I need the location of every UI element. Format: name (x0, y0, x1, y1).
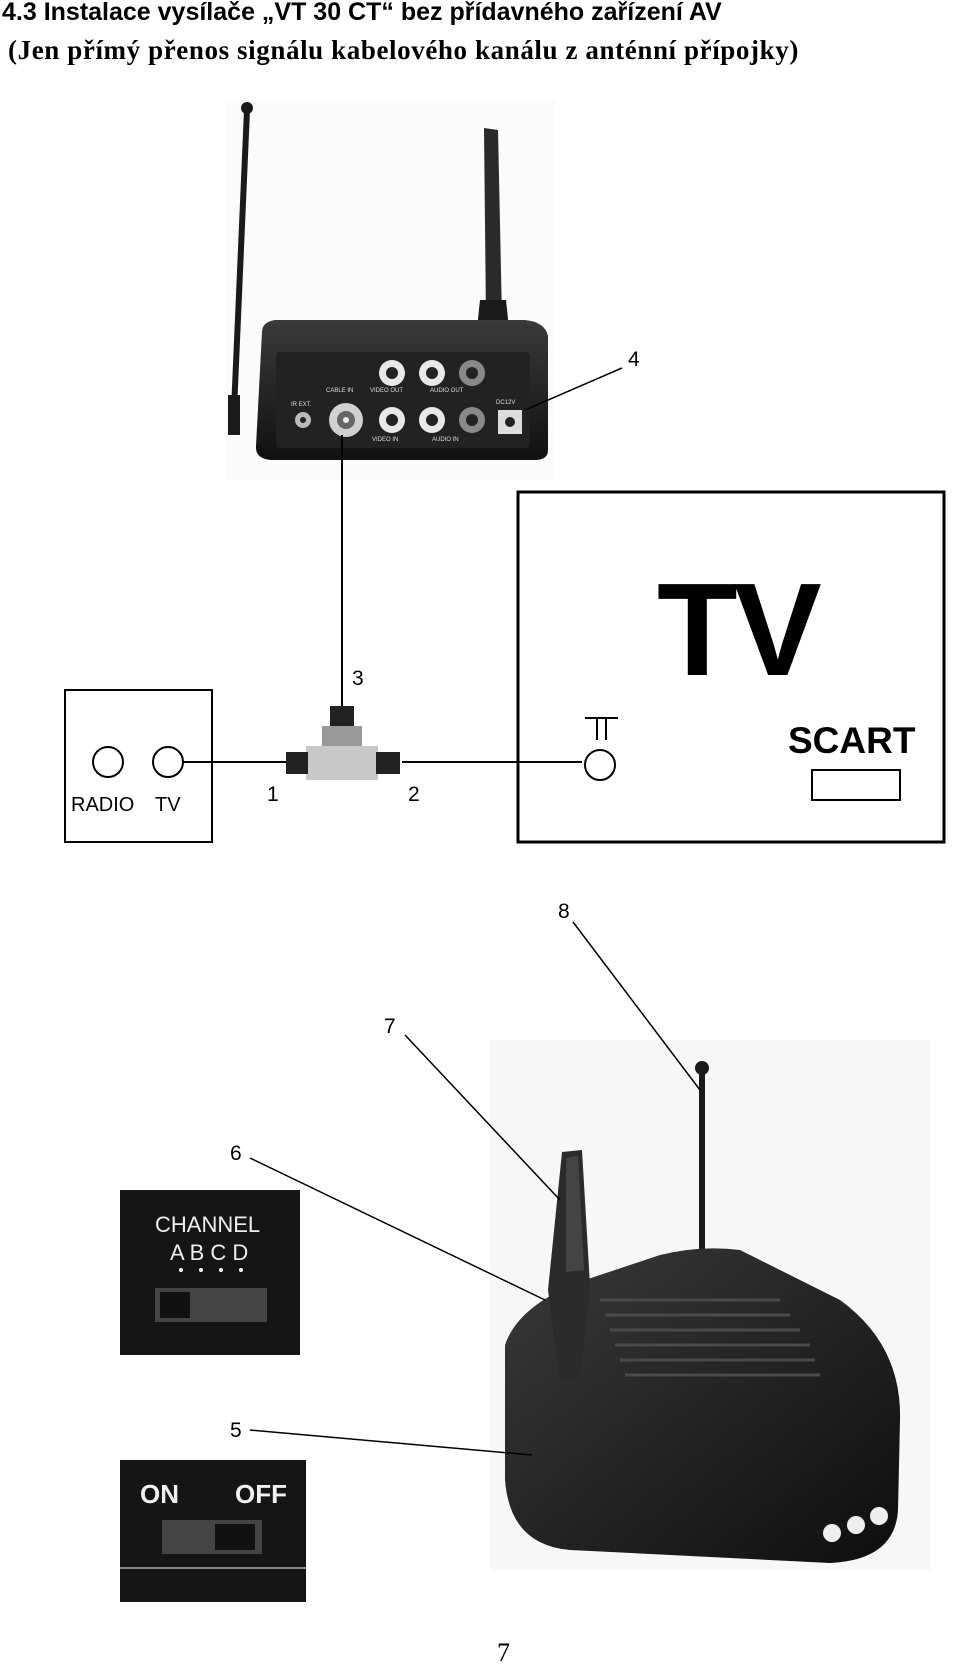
rod-antenna (228, 102, 253, 435)
tv-set: TV SCART (516, 490, 946, 844)
power-switch-inset: ON OFF (120, 1460, 306, 1602)
audio-out-r-jack (459, 360, 485, 386)
callout-5: 5 (230, 1419, 242, 1442)
audio-out-label: AUDIO OUT (430, 388, 464, 394)
callout-line-4 (524, 367, 623, 411)
callout-line-6 (249, 1157, 546, 1301)
callout-8: 8 (558, 900, 570, 923)
callout-7: 7 (384, 1015, 396, 1038)
video-out-label: VIDEO OUT (370, 388, 403, 394)
transmitter-back-photo: CABLE IN VIDEO OUT AUDIO OUT VIDEO IN AU… (225, 100, 555, 480)
channel-switch-inset: CHANNEL A B C D (120, 1190, 300, 1355)
radio-label: RADIO (71, 794, 134, 816)
ir-ext-jack (295, 412, 311, 428)
audio-in-r-jack (459, 407, 485, 433)
callout-line-8 (572, 921, 701, 1091)
tv-socket-icon (152, 746, 184, 778)
section-heading: 4.3 Instalace vysílače „VT 30 CT“ bez př… (2, 0, 722, 26)
section-subheading: (Jen přímý přenos signálu kabelového kan… (8, 35, 799, 65)
video-in-label: VIDEO IN (372, 437, 398, 443)
audio-out-l-jack (419, 360, 445, 386)
ir-ext-label: IR EXT. (291, 402, 312, 408)
t-splitter (286, 706, 400, 780)
callout-1: 1 (267, 783, 279, 806)
cable-in-label: CABLE IN (326, 388, 353, 394)
callout-line-5 (249, 1429, 533, 1456)
callout-3: 3 (352, 667, 364, 690)
wall-antenna-socket: RADIO TV (64, 689, 213, 843)
radio-socket-icon (92, 746, 124, 778)
dc-in-jack (498, 410, 522, 434)
dc-in-label: DC12V (496, 400, 515, 406)
cable-in-jack (329, 403, 363, 437)
scart-label: SCART (788, 720, 916, 761)
channel-title: CHANNEL (155, 1212, 260, 1237)
channel-letters: A B C D (170, 1240, 248, 1265)
video-in-jack (379, 407, 405, 433)
scart-port-icon (811, 769, 901, 801)
audio-in-label: AUDIO IN (432, 437, 459, 443)
tv-title: TV (657, 556, 822, 703)
tv-socket-label: TV (155, 794, 181, 816)
on-label: ON (140, 1479, 179, 1509)
callout-6: 6 (230, 1142, 242, 1165)
receiver-photo (490, 1040, 930, 1570)
antenna-input-icon (584, 717, 618, 781)
callout-2: 2 (408, 783, 420, 806)
audio-in-l-jack (419, 407, 445, 433)
callout-4: 4 (628, 348, 640, 371)
off-label: OFF (235, 1479, 287, 1509)
page-number: 7 (497, 1638, 510, 1667)
video-out-jack (379, 360, 405, 386)
callout-line-7 (404, 1034, 561, 1201)
